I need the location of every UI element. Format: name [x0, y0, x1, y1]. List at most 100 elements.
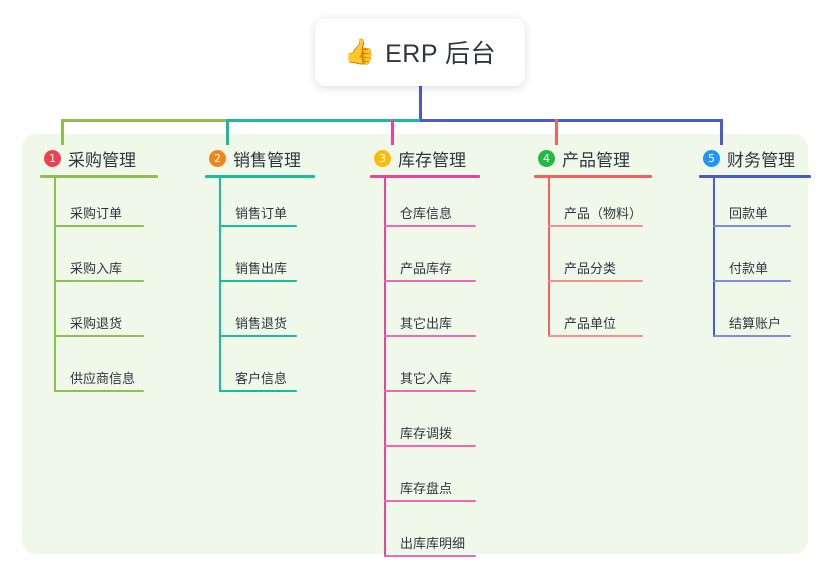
leaf-item[interactable]: 销售退货: [205, 288, 315, 343]
leaf-item-label: 回款单: [729, 206, 769, 221]
column-items-5: 回款单付款单结算账户: [699, 178, 811, 343]
thumbs-up-icon: 👍: [343, 37, 376, 66]
leaf-item-rule: [713, 280, 791, 282]
root-title-card[interactable]: 👍 ERP 后台: [315, 18, 525, 86]
leaf-item-label: 产品分类: [564, 261, 617, 276]
column-header-rule-4: [534, 175, 652, 178]
leaf-item-rule: [219, 335, 297, 337]
leaf-item[interactable]: 仓库信息: [370, 178, 480, 233]
leaf-item-label: 采购订单: [70, 206, 123, 221]
leaf-item-label: 出库库明细: [400, 536, 466, 551]
leaf-item-rule: [548, 225, 643, 227]
leaf-item-rule: [219, 225, 297, 227]
column-header-rule-2: [205, 175, 315, 178]
leaf-item-rule: [54, 225, 144, 227]
leaf-item[interactable]: 采购订单: [40, 178, 158, 233]
column-header-5[interactable]: 5 财务管理: [699, 146, 811, 170]
leaf-item[interactable]: 回款单: [699, 178, 811, 233]
leaf-item[interactable]: 销售订单: [205, 178, 315, 233]
column-title-3: 库存管理: [398, 150, 466, 170]
leaf-item-label: 客户信息: [235, 371, 288, 386]
leaf-item[interactable]: 库存盘点: [370, 453, 480, 508]
column-header-1[interactable]: 1 采购管理: [40, 146, 158, 170]
leaf-item[interactable]: 客户信息: [205, 343, 315, 398]
leaf-item[interactable]: 销售出库: [205, 233, 315, 288]
diagram-panel: [22, 134, 808, 554]
column-1: 1 采购管理采购订单采购入库采购退货供应商信息: [40, 146, 158, 398]
leaf-item-rule: [384, 555, 476, 557]
leaf-item-label: 销售订单: [235, 206, 288, 221]
leaf-item-label: 产品单位: [564, 316, 617, 331]
leaf-item[interactable]: 产品库存: [370, 233, 480, 288]
column-title-4: 产品管理: [562, 150, 630, 170]
leaf-item[interactable]: 出库库明细: [370, 508, 480, 563]
leaf-item-rule: [384, 445, 476, 447]
connector-drop-5: [720, 119, 723, 145]
column-spine-4: [548, 178, 550, 337]
column-2: 2 销售管理销售订单销售出库销售退货客户信息: [205, 146, 315, 398]
leaf-item-rule: [548, 280, 643, 282]
connector-trunk: [419, 86, 422, 122]
column-badge-1: 1: [44, 149, 61, 167]
leaf-item-label: 仓库信息: [400, 206, 453, 221]
column-badge-2: 2: [209, 149, 226, 167]
column-header-rule-1: [40, 175, 158, 178]
column-badge-3: 3: [374, 149, 391, 167]
column-title-1: 采购管理: [68, 150, 136, 170]
column-items-2: 销售订单销售出库销售退货客户信息: [205, 178, 315, 398]
leaf-item[interactable]: 产品（物料）: [534, 178, 652, 233]
leaf-item-rule: [384, 225, 476, 227]
column-header-rule-5: [699, 175, 811, 178]
leaf-item-label: 付款单: [729, 261, 769, 276]
connector-bus-right: [420, 119, 723, 122]
leaf-item[interactable]: 供应商信息: [40, 343, 158, 398]
column-header-2[interactable]: 2 销售管理: [205, 146, 315, 170]
column-badge-4: 4: [538, 149, 555, 167]
root-title-label: ERP 后台: [385, 40, 497, 68]
leaf-item[interactable]: 结算账户: [699, 288, 811, 343]
leaf-item[interactable]: 产品分类: [534, 233, 652, 288]
column-items-3: 仓库信息产品库存其它出库其它入库库存调拨库存盘点出库库明细: [370, 178, 480, 563]
column-5: 5 财务管理回款单付款单结算账户: [699, 146, 811, 343]
leaf-item[interactable]: 付款单: [699, 233, 811, 288]
leaf-item-label: 销售退货: [235, 316, 288, 331]
leaf-item[interactable]: 其它出库: [370, 288, 480, 343]
column-items-1: 采购订单采购入库采购退货供应商信息: [40, 178, 158, 398]
leaf-item[interactable]: 采购入库: [40, 233, 158, 288]
connector-bus-mid: [226, 119, 423, 122]
leaf-item-rule: [54, 390, 144, 392]
leaf-item-label: 库存调拨: [400, 426, 453, 441]
column-spine-1: [54, 178, 56, 392]
leaf-item-rule: [713, 225, 791, 227]
leaf-item[interactable]: 其它入库: [370, 343, 480, 398]
leaf-item[interactable]: 库存调拨: [370, 398, 480, 453]
leaf-item-rule: [384, 280, 476, 282]
leaf-item-label: 产品（物料）: [564, 206, 643, 221]
connector-drop-4: [555, 119, 558, 145]
column-header-4[interactable]: 4 产品管理: [534, 146, 652, 170]
leaf-item-rule: [384, 335, 476, 337]
leaf-item-label: 库存盘点: [400, 481, 453, 496]
connector-drop-3: [391, 119, 394, 145]
column-3: 3 库存管理仓库信息产品库存其它出库其它入库库存调拨库存盘点出库库明细: [370, 146, 480, 563]
column-spine-2: [219, 178, 221, 392]
leaf-item-rule: [548, 335, 643, 337]
leaf-item-rule: [219, 390, 297, 392]
leaf-item-rule: [54, 335, 144, 337]
column-items-4: 产品（物料） 产品分类产品单位: [534, 178, 652, 343]
leaf-item-rule: [384, 390, 476, 392]
column-spine-5: [713, 178, 715, 337]
leaf-item-label: 供应商信息: [70, 371, 136, 386]
connector-drop-1: [61, 119, 64, 145]
column-header-3[interactable]: 3 库存管理: [370, 146, 480, 170]
leaf-item-rule: [384, 500, 476, 502]
column-4: 4 产品管理产品（物料） 产品分类产品单位: [534, 146, 652, 343]
leaf-item-label: 其它入库: [400, 371, 453, 386]
column-title-5: 财务管理: [727, 150, 795, 170]
column-badge-5: 5: [703, 149, 720, 167]
column-title-2: 销售管理: [233, 150, 301, 170]
leaf-item-rule: [713, 335, 791, 337]
leaf-item[interactable]: 产品单位: [534, 288, 652, 343]
leaf-item[interactable]: 采购退货: [40, 288, 158, 343]
